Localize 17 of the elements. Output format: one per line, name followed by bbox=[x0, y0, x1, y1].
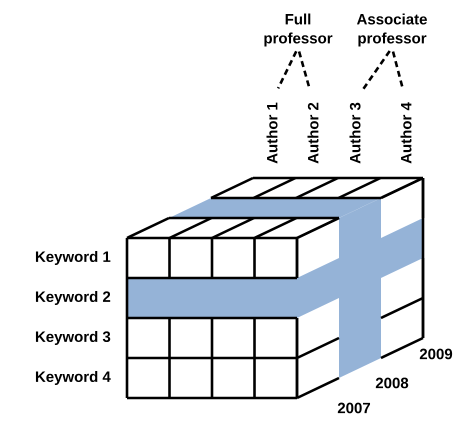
dashed-line bbox=[298, 51, 310, 88]
author-label: Author 4 bbox=[400, 102, 412, 164]
keyword-label: Keyword 3 bbox=[36, 331, 110, 345]
year-label: 2008 bbox=[376, 378, 408, 388]
author-label: Author 1 bbox=[266, 102, 278, 164]
dashed-line bbox=[276, 50, 298, 89]
author-label: Author 3 bbox=[349, 102, 361, 164]
year-label: 2009 bbox=[420, 348, 452, 360]
author-label: Author 2 bbox=[308, 102, 318, 164]
group-label: Associate professor bbox=[356, 14, 427, 46]
keyword-label: Keyword 1 bbox=[36, 251, 110, 265]
dashed-line bbox=[392, 51, 404, 88]
keyword-label: Keyword 4 bbox=[36, 371, 111, 385]
keyword-label: Keyword 2 bbox=[36, 291, 110, 305]
group-label: Full professor bbox=[264, 14, 332, 46]
year-label: 2007 bbox=[338, 402, 370, 414]
dashed-line bbox=[362, 50, 391, 90]
